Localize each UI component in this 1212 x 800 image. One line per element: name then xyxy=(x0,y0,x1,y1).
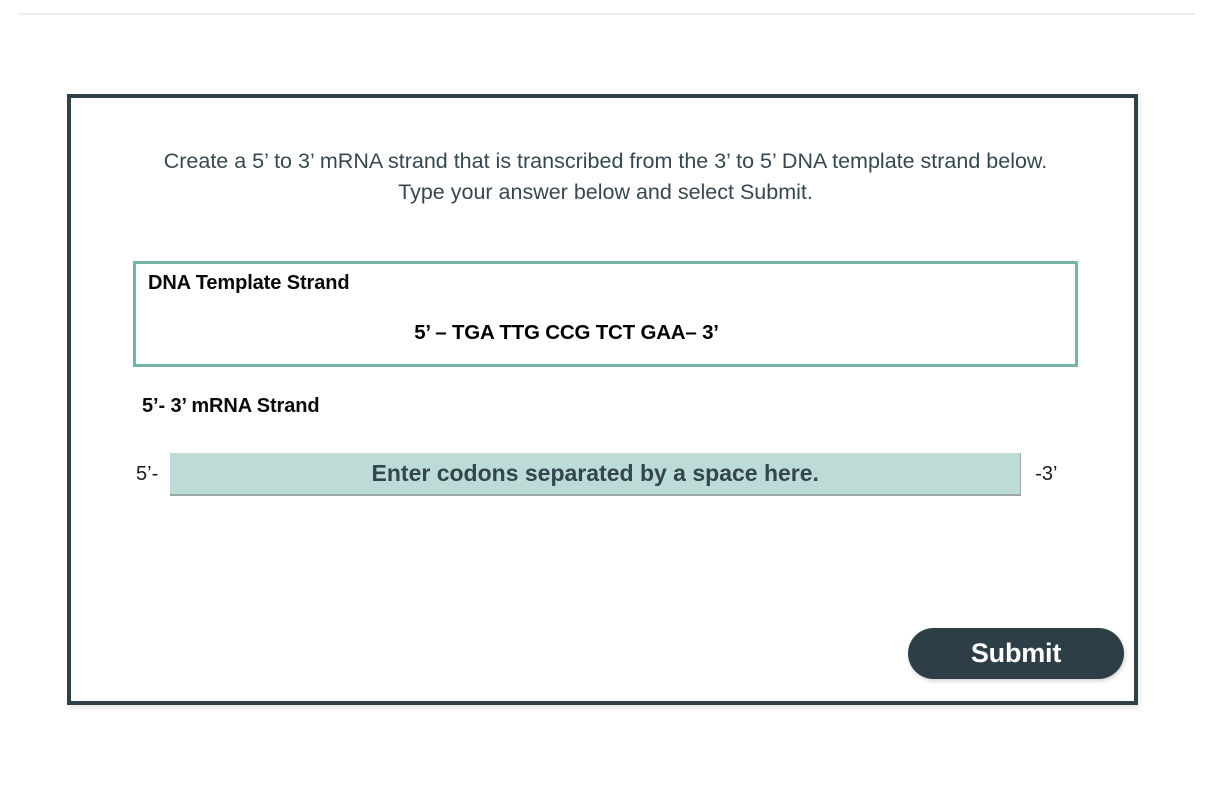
dna-template-strand-box: DNA Template Strand 5’ – TGA TTG CCG TCT… xyxy=(133,261,1078,367)
submit-button[interactable]: Submit xyxy=(908,628,1124,679)
mrna-answer-row: 5’- -3’ xyxy=(136,450,1126,498)
instruction-line-1: Create a 5’ to 3’ mRNA strand that is tr… xyxy=(163,149,1048,173)
page-top-divider xyxy=(18,13,1195,15)
instruction-line-2: Type your answer below and select Submit… xyxy=(398,180,813,204)
five-prime-label: 5’- xyxy=(136,462,159,485)
dna-template-strand-title: DNA Template Strand xyxy=(148,272,350,294)
activity-card: Create a 5’ to 3’ mRNA strand that is tr… xyxy=(67,94,1138,705)
instruction-text: Create a 5’ to 3’ mRNA strand that is tr… xyxy=(133,146,1078,208)
three-prime-label: -3’ xyxy=(1035,462,1058,485)
mrna-codon-input[interactable] xyxy=(170,452,1022,496)
dna-template-sequence: 5’ – TGA TTG CCG TCT GAA– 3’ xyxy=(414,321,719,344)
mrna-strand-label: 5’- 3’ mRNA Strand xyxy=(142,395,320,417)
